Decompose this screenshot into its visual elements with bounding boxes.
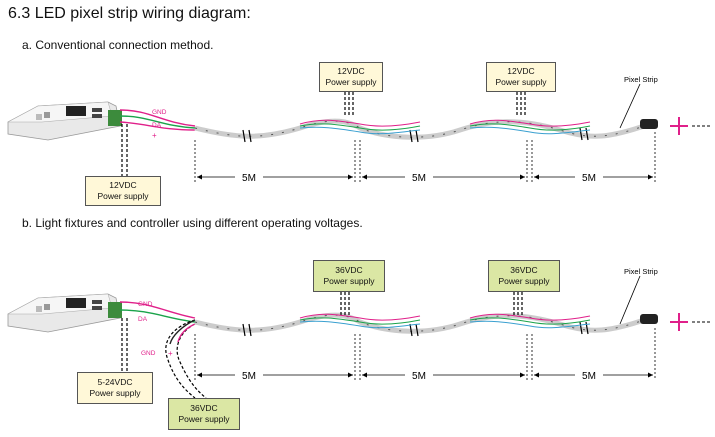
wire-gnd-label: GND xyxy=(138,301,153,308)
length-label: 5M xyxy=(242,173,256,184)
wire-plus-label: + xyxy=(152,131,157,140)
length-label: 5M xyxy=(582,173,596,184)
controller-icon xyxy=(7,101,123,141)
strip-gnd-label: GND xyxy=(141,350,156,357)
section-a-graphics: 5M 5M 5M GND DA + Pixel Strip xyxy=(7,75,710,184)
length-label: 5M xyxy=(582,371,596,382)
length-label: 5M xyxy=(242,371,256,382)
section-b-title: b. Light fixtures and controller using d… xyxy=(22,216,363,230)
wire-da-label: DA xyxy=(152,122,162,129)
wire-da-label: DA xyxy=(138,316,148,323)
section-a-title: a. Conventional connection method. xyxy=(22,38,214,52)
controller-icon xyxy=(7,293,123,333)
length-label: 5M xyxy=(412,173,426,184)
pixel-strip-label: Pixel Strip xyxy=(624,75,658,84)
section-b-graphics: 5M 5M 5M GND DA GND + Pixel Strip xyxy=(7,267,710,399)
length-label: 5M xyxy=(412,371,426,382)
strip-plus-label: + xyxy=(168,349,173,358)
pixel-strip-label: Pixel Strip xyxy=(624,267,658,276)
wire-gnd-label: GND xyxy=(152,109,167,116)
page-heading: 6.3 LED pixel strip wiring diagram: xyxy=(8,5,251,22)
